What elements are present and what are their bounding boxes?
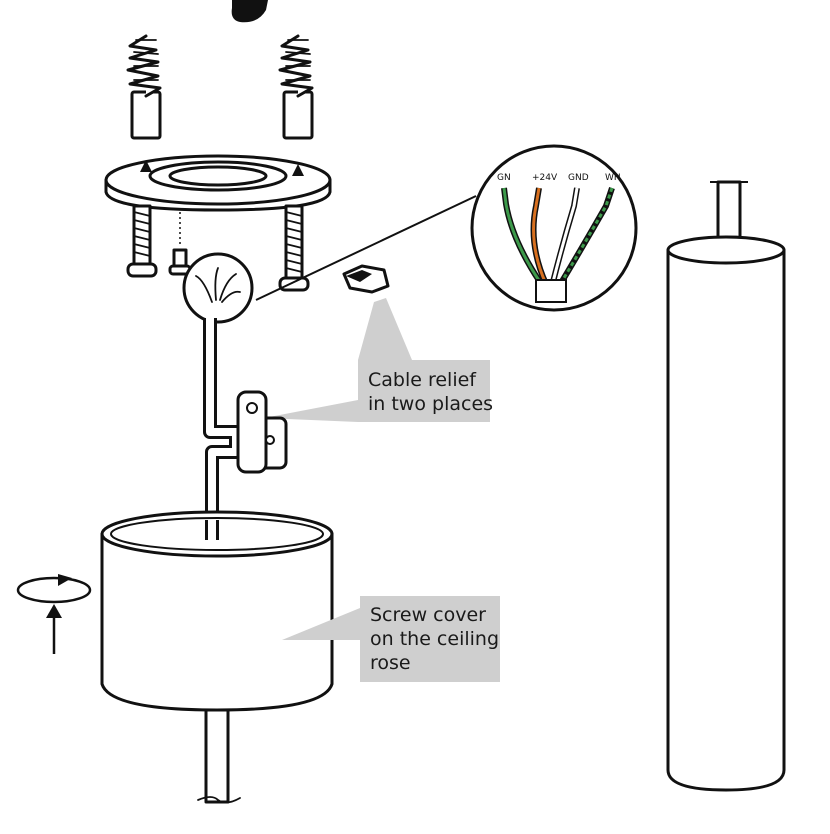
small-screw: [168, 212, 192, 276]
callout-screw-cover: Screw cover on the ceiling rose: [282, 596, 500, 682]
wire-connector: [342, 264, 390, 294]
screw-right: [278, 204, 310, 292]
wire-white-striped: [555, 187, 615, 290]
zoom-line: [255, 195, 477, 301]
callout-cable-relief-line1: Cable relief: [368, 369, 477, 391]
wall-plug-right: [278, 34, 314, 140]
wire-label-gnd: GND: [568, 173, 589, 183]
callout-screw-cover-line2: on the ceiling: [370, 628, 499, 650]
cable-clamp: [236, 390, 288, 474]
heading-fragment: [231, 0, 268, 23]
wire-detail-circle: GN +24V GND WH: [470, 144, 638, 312]
pendant-tube: [666, 180, 786, 792]
lower-cable: [197, 708, 241, 804]
wire-label-wh: WH: [605, 173, 621, 183]
callout-screw-cover-line3: rose: [370, 652, 411, 674]
wire-label-gn: GN: [497, 173, 511, 183]
wall-plug-left: [126, 34, 162, 140]
rotate-arrow-icon: [16, 574, 92, 604]
callout-cable-relief-line2: in two places: [368, 393, 493, 415]
wire-label-24v: +24V: [532, 173, 558, 183]
up-arrow-icon: [46, 604, 62, 654]
canopy-cover: [100, 510, 334, 712]
callout-screw-cover-line1: Screw cover: [370, 604, 486, 626]
callout-cable-relief: Cable relief in two places: [264, 298, 493, 422]
ceiling-plate: [104, 154, 332, 212]
cable: [203, 318, 243, 540]
cable-end-detail: [182, 252, 254, 324]
screw-left: [126, 204, 158, 278]
